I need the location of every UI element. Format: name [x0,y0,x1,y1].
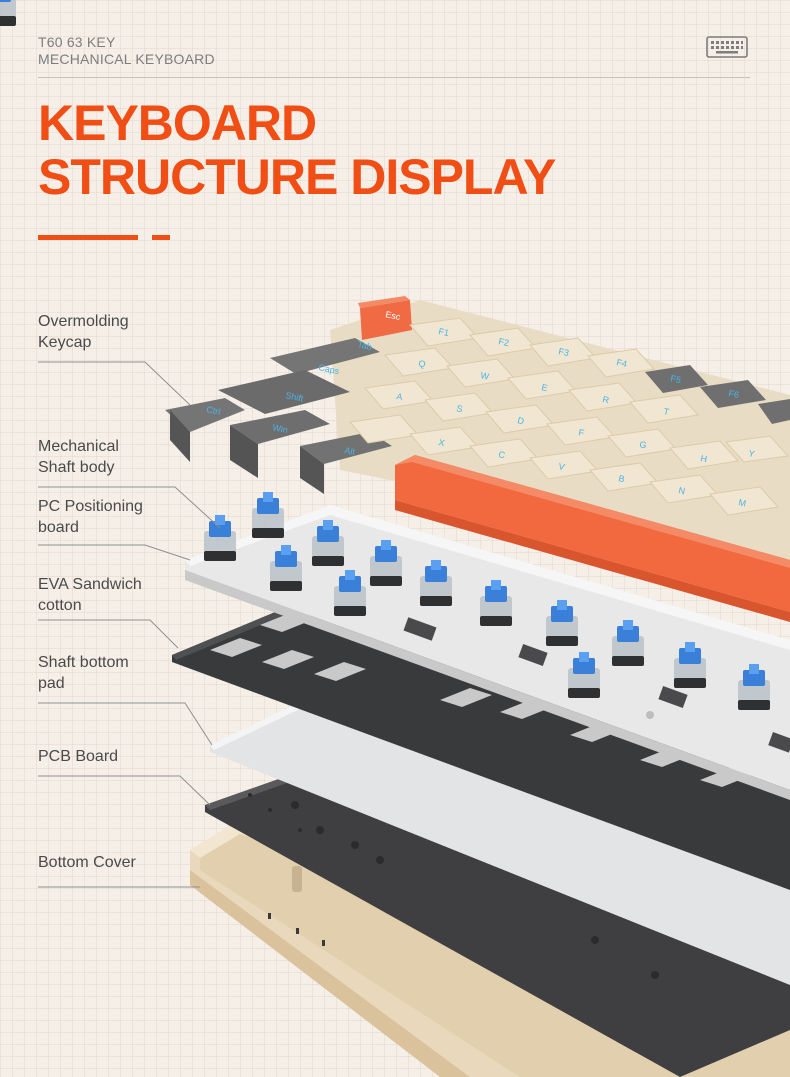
label-mechanical-shaft-body: Mechanical Shaft body [38,438,119,476]
keycap-h: H [700,453,708,464]
keycap-a: A [396,391,404,402]
overmolding-keycaps: Esc Tab Caps Shift Ctrl Win Alt F1 F2 F3… [165,296,790,622]
brand-caption: T60 63 KEY MECHANICAL KEYBOARD [38,34,215,68]
keycap-x: X [438,437,446,448]
keycap-f2: F2 [498,336,510,348]
pc-positioning-plate-layer [185,505,790,800]
keycap-f1: F1 [438,326,450,338]
label-bottom-cover: Bottom Cover [38,854,136,871]
keycap-win: Win [272,422,289,435]
page-title: KEYBOARD STRUCTURE DISPLAY [38,95,556,205]
keycap-t: T [663,406,671,417]
keycap-ctrl: Ctrl [206,404,222,417]
keycap-n: N [678,485,686,496]
keycap-esc: Esc [385,309,402,322]
label-pcb-board: PCB Board [38,748,119,765]
title-line-2: STRUCTURE DISPLAY [38,149,556,205]
keycap-f3: F3 [558,346,570,358]
accent-dash-short [152,235,170,240]
mechanical-switches [0,0,770,710]
keycap-f6: F6 [728,388,740,400]
keycap-q: Q [418,358,427,369]
keycap-shift: Shift [285,390,305,404]
keycap-g: G [639,439,648,450]
pcb-board-layer [205,768,790,1077]
keycap-w: W [480,370,491,382]
keycap-f: F [578,427,586,438]
label-overmolding-keycap: Overmolding Keycap [38,313,129,351]
keycap-alt: Alt [344,445,357,457]
keycap-c: C [498,449,507,460]
keycap-e: E [541,382,549,393]
keycap-v: V [558,461,566,472]
keycap-f4: F4 [616,357,628,369]
label-eva-sandwich-cotton: EVA Sandwich cotton [38,576,142,614]
keyboard-icon [706,36,748,58]
label-shaft-bottom-pad: Shaft bottom pad [38,654,129,692]
keycap-tab: Tab [357,339,373,352]
title-line-1: KEYBOARD [38,95,317,151]
keycap-caps: Caps [318,362,341,376]
keycap-s: S [456,403,464,414]
shaft-bottom-pad-layer [210,702,790,985]
brand-line-model: T60 63 KEY [38,34,116,50]
label-pc-positioning-board: PC Positioning board [38,498,143,536]
keycap-y: Y [748,448,756,459]
keycap-d: D [517,415,526,426]
keycap-r: R [602,394,611,405]
header-divider [38,77,750,78]
keycap-m: M [738,497,747,508]
accent-dash-long [38,235,138,240]
brand-line-type: MECHANICAL KEYBOARD [38,51,215,67]
keycap-b: B [618,473,626,484]
keycap-f5: F5 [670,373,682,385]
